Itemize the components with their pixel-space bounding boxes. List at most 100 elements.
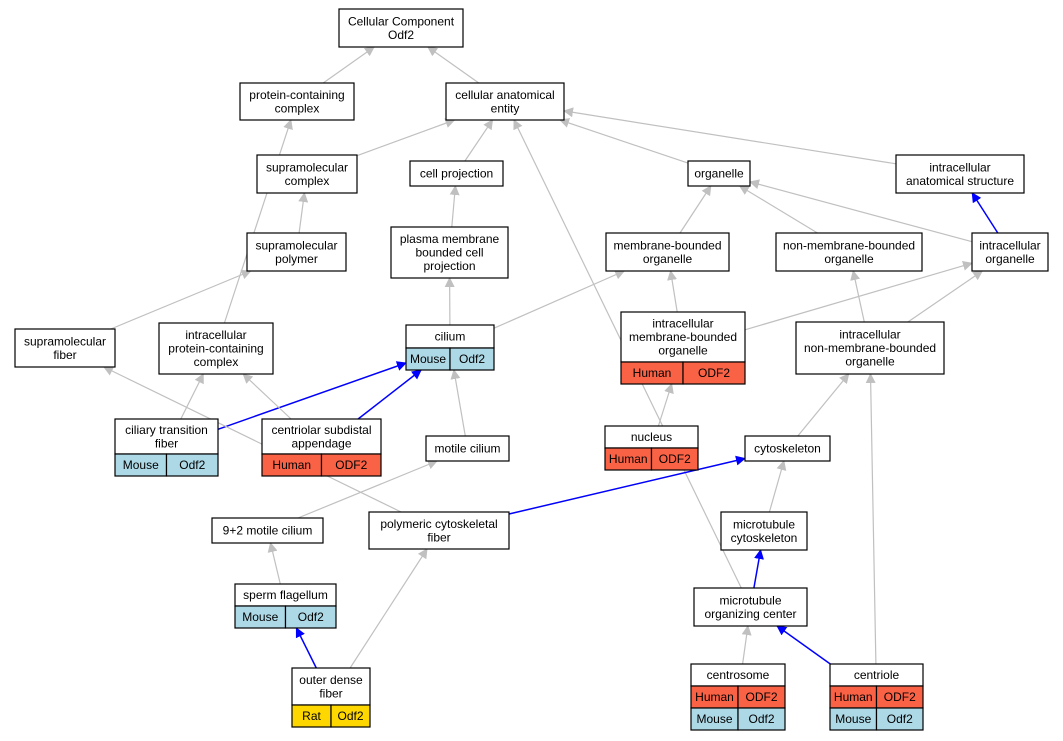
node-root-label-line: Cellular Component [348, 14, 455, 28]
node-nine-two-motile-cilium[interactable]: 9+2 motile cilium [211, 517, 324, 544]
node-motile-cilium[interactable]: motile cilium [425, 435, 510, 462]
node-intracellular-membrane-bounded-organelle-label-line: organelle [658, 344, 708, 358]
edge-cilium-to-membrane-bounded-organelle [493, 270, 626, 329]
node-microtubule-cytoskeleton-box [720, 511, 808, 551]
edge-intracellular-organelle-to-intracellular-anatomical-structure [971, 192, 999, 234]
node-intracellular-anatomical-structure-box [895, 154, 1025, 194]
node-plasma-membrane-bounded-cell-projection-label-line: bounded cell [415, 246, 483, 260]
edge-ciliary-transition-fiber-to-cilium [217, 361, 407, 431]
node-non-membrane-bounded-organelle-box [775, 232, 923, 272]
node-intracellular-protein-containing-complex-box [158, 322, 274, 375]
node-microtubule-organizing-center-box [693, 587, 808, 627]
node-intracellular-membrane-bounded-organelle[interactable]: intracellularmembrane-boundedorganelleHu… [620, 311, 746, 385]
node-organelle-box [687, 160, 751, 187]
edge-organelle-to-cellular-anatomical-entity [559, 118, 689, 164]
node-motile-cilium-box [425, 435, 510, 462]
edge-centriole-to-intracellular-non-membrane-bounded-organelle [865, 373, 877, 665]
node-polymeric-cytoskeletal-fiber-label-line: polymeric cytoskeletal [380, 517, 497, 531]
node-motile-cilium-label-line: motile cilium [434, 442, 500, 456]
gene-label: ODF2 [698, 366, 730, 380]
node-root-box [338, 8, 464, 48]
node-supramolecular-fiber-label-line: supramolecular [24, 334, 106, 348]
gene-cell [284, 605, 337, 629]
node-centriole-label-line: centriole [854, 668, 900, 682]
edge-polymeric-cytoskeletal-fiber-to-supramolecular-fiber [103, 366, 402, 513]
edge-intracellular-organelle-to-organelle [749, 179, 973, 243]
node-sperm-flagellum-label-line: sperm flagellum [243, 588, 328, 602]
edge-intracellular-protein-containing-complex-to-protein-containing-complex [223, 119, 293, 324]
node-cell-projection[interactable]: cell projection [409, 160, 504, 187]
node-intracellular-organelle-label-line: organelle [985, 252, 1035, 266]
node-polymeric-cytoskeletal-fiber-label-line: fiber [427, 530, 450, 544]
node-cellular-anatomical-entity-box [445, 82, 565, 121]
node-intracellular-protein-containing-complex-label-line: protein-containing [168, 342, 263, 356]
gene-cell [875, 707, 924, 731]
node-membrane-bounded-organelle-label-line: membrane-bounded [613, 238, 721, 252]
species-label: Mouse [696, 712, 732, 726]
edge-intracellular-non-membrane-bounded-organelle-to-intracellular-organelle [907, 270, 984, 323]
edge-cell-projection-to-cellular-anatomical-entity [464, 119, 494, 162]
node-intracellular-non-membrane-bounded-organelle[interactable]: intracellularnon-membrane-boundedorganel… [795, 321, 945, 375]
edge-ciliary-transition-fiber-to-intracellular-protein-containing-complex [180, 373, 204, 420]
gene-cell [449, 347, 495, 371]
gene-cell [737, 707, 786, 731]
node-intracellular-organelle-box [971, 232, 1049, 272]
edge-outer-dense-fiber-to-sperm-flagellum [295, 627, 317, 669]
species-label: Human [633, 366, 672, 380]
edge-cellular-anatomical-entity-to-root [427, 46, 480, 84]
edge-motile-cilium-to-cilium [450, 369, 466, 437]
edge-microtubule-organizing-center-to-microtubule-cytoskeleton [753, 549, 764, 589]
node-organelle[interactable]: organelle [687, 160, 751, 187]
node-intracellular-organelle-label-line: intracellular [979, 238, 1040, 252]
edge-centriole-to-microtubule-organizing-center [776, 625, 831, 665]
node-root-label-line: Odf2 [388, 28, 414, 42]
node-ciliary-transition-fiber-box [114, 418, 219, 455]
edge-non-membrane-bounded-organelle-to-organelle [738, 185, 818, 234]
gene-label: Odf2 [298, 610, 324, 624]
node-supramolecular-polymer-box [246, 232, 347, 272]
edge-microtubule-cytoskeleton-to-cytoskeleton [768, 460, 787, 513]
edge-layer [103, 46, 999, 669]
edge-protein-containing-complex-to-root [322, 46, 375, 84]
edge-supramolecular-fiber-to-supramolecular-polymer [110, 269, 252, 330]
node-non-membrane-bounded-organelle-label-line: non-membrane-bounded [783, 238, 915, 252]
edge-centriolar-subdistal-appendage-to-intracellular-protein-containing-complex [242, 373, 292, 420]
edge-membrane-bounded-organelle-to-organelle [679, 185, 712, 234]
gene-cell [165, 453, 219, 477]
node-protein-containing-complex-label-line: complex [275, 101, 320, 115]
edge-centrosome-to-microtubule-organizing-center [741, 625, 752, 665]
species-label: Mouse [242, 610, 278, 624]
node-supramolecular-fiber-label-line: fiber [53, 348, 76, 362]
node-intracellular-protein-containing-complex-label-line: complex [194, 355, 239, 369]
node-intracellular-non-membrane-bounded-organelle-label-line: organelle [845, 355, 895, 369]
gene-cell [330, 704, 371, 728]
node-microtubule-cytoskeleton-label-line: microtubule [733, 517, 795, 531]
species-label: Mouse [835, 712, 871, 726]
node-nine-two-motile-cilium-box [211, 517, 324, 544]
node-cytoskeleton[interactable]: cytoskeleton [744, 435, 831, 462]
edge-intracellular-membrane-bounded-organelle-to-membrane-bounded-organelle [667, 270, 678, 313]
